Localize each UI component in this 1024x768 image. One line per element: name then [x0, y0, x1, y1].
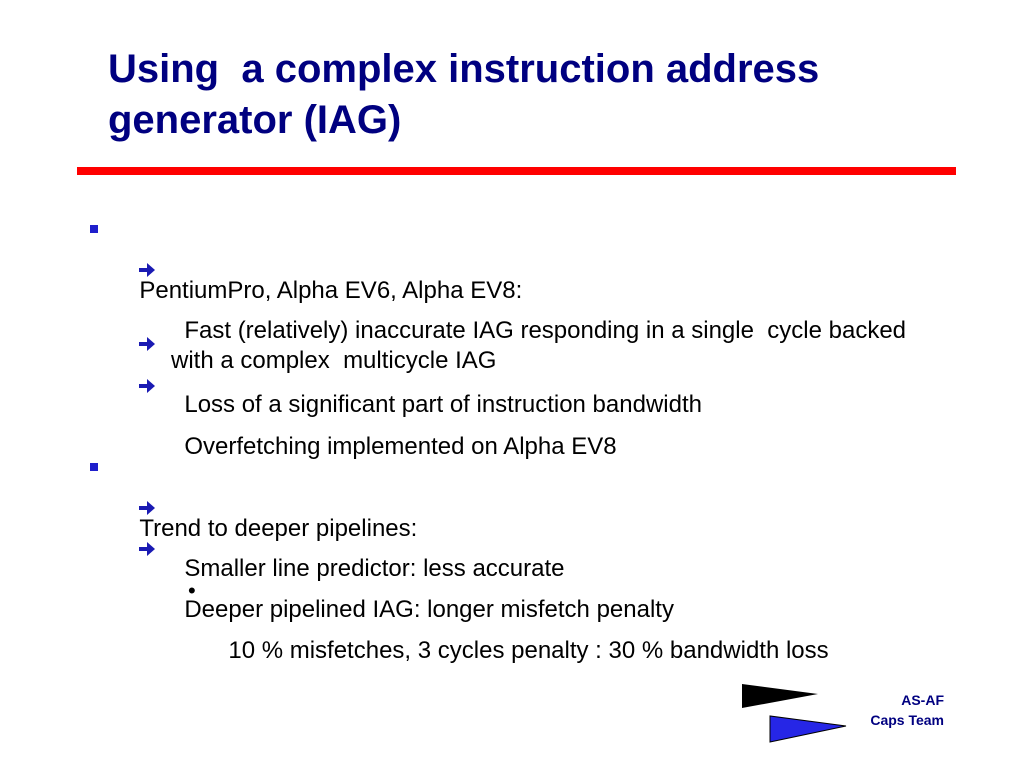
square-bullet-icon	[90, 463, 98, 471]
sub-bullet-text: Overfetching implemented on Alpha EV8	[184, 433, 617, 460]
sub-bullet-item: Fast (relatively) inaccurate IAG respond…	[139, 256, 951, 376]
arrow-right-icon	[139, 542, 155, 556]
sub-bullet-text: Deeper pipelined IAG: longer misfetch pe…	[184, 596, 674, 623]
sub-bullet-text: Loss of a significant part of instructio…	[184, 391, 702, 418]
sub-bullet-item: Smaller line predictor: less accurate	[139, 494, 951, 584]
arrow-right-icon	[139, 501, 155, 515]
arrow-right-icon	[139, 379, 155, 393]
sub-sub-bullet-item: • 10 % misfetches, 3 cycles penalty : 30…	[188, 576, 975, 666]
square-bullet-icon	[90, 225, 98, 233]
slide-title: Using a complex instruction address gene…	[108, 47, 831, 142]
title-divider	[77, 167, 956, 175]
sub-bullet-text: Fast (relatively) inaccurate IAG respond…	[171, 317, 913, 374]
sub-sub-bullet-text: 10 % misfetches, 3 cycles penalty : 30 %…	[228, 637, 829, 664]
arrow-right-icon	[139, 263, 155, 277]
bullet-item: Trend to deeper pipelines:	[90, 454, 986, 544]
bullet-text: PentiumPro, Alpha EV6, Alpha EV8:	[139, 277, 523, 304]
sub-bullet-text: Smaller line predictor: less accurate	[184, 555, 565, 582]
bullet-item: PentiumPro, Alpha EV6, Alpha EV8:	[90, 216, 986, 306]
logo-line-1: AS-AF	[901, 692, 944, 708]
bullet-text: Trend to deeper pipelines:	[139, 515, 418, 542]
flag-pennants-icon	[742, 684, 847, 743]
sub-bullet-item: Deeper pipelined IAG: longer misfetch pe…	[139, 535, 951, 625]
arrow-right-icon	[139, 337, 155, 351]
logo-line-2: Caps Team	[870, 712, 944, 728]
dot-bullet-icon: •	[188, 578, 196, 603]
sub-bullet-item: Loss of a significant part of instructio…	[139, 330, 951, 420]
team-logo-text: AS-AF Caps Team	[870, 690, 944, 730]
sub-bullet-item: Overfetching implemented on Alpha EV8	[139, 372, 951, 462]
